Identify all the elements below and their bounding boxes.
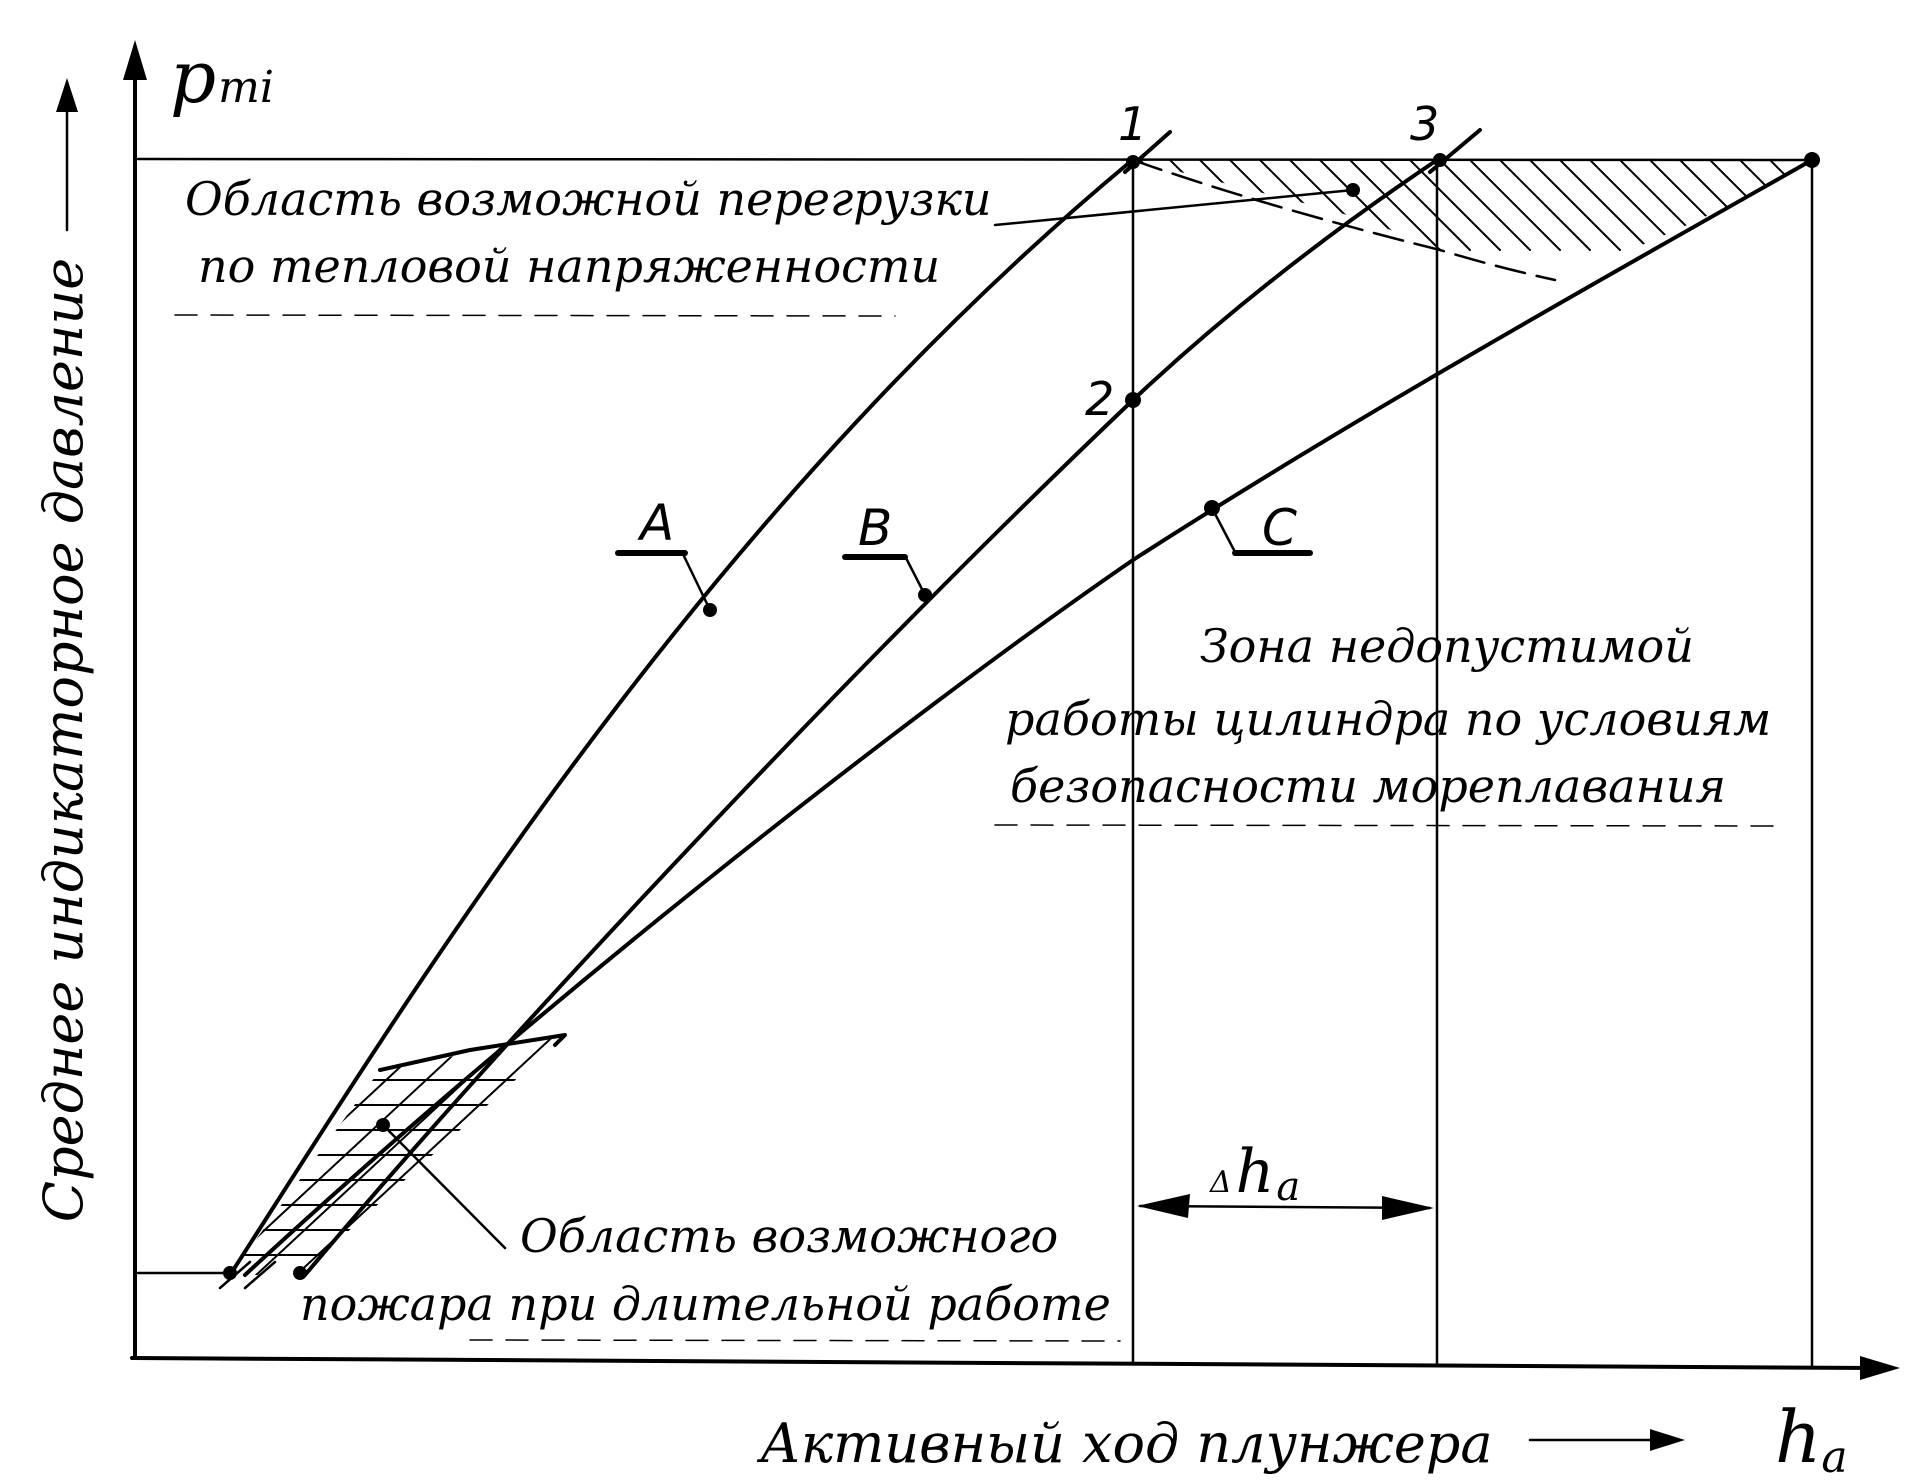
point-2-label: 2 xyxy=(1085,372,1114,426)
point-3-dot xyxy=(1433,153,1447,167)
y-title-arrow xyxy=(56,78,78,232)
leader-lines xyxy=(381,188,1355,1250)
curve-a-label: A xyxy=(637,494,674,552)
curve-c xyxy=(243,158,1814,1277)
x-axis-arrowhead xyxy=(1860,1356,1900,1380)
y-axis-arrowhead xyxy=(123,40,147,80)
point-3-tick xyxy=(1428,128,1482,174)
curves xyxy=(228,156,1814,1277)
delta-arrow-left xyxy=(1137,1194,1190,1218)
fire-underline xyxy=(469,1339,1121,1342)
y-title-arrowhead xyxy=(56,78,78,112)
overload-leader xyxy=(993,188,1355,227)
point-3-label: 3 xyxy=(1410,97,1439,151)
zone-label-line3: безопасности мореплавания xyxy=(1010,759,1726,813)
x-axis-title: Активный ход плунжера xyxy=(756,1412,1493,1475)
zone-label-line2: работы цилиндра по условиям xyxy=(1005,692,1771,746)
curve-c-label: C xyxy=(1262,499,1297,557)
y-axis-title: Среднее индикаторное давление xyxy=(32,258,95,1223)
fire-label-line1: Область возможного xyxy=(520,1209,1058,1263)
curve-a-leader xyxy=(618,550,712,612)
x-axis-symbol: ha xyxy=(1775,1395,1848,1480)
point-2-dot xyxy=(1125,392,1141,408)
x-title-arrowhead xyxy=(1650,1429,1685,1451)
fire-right-dot xyxy=(293,1266,307,1280)
axes xyxy=(123,40,1900,1380)
overload-label-line1: Область возможной перегрузки xyxy=(185,172,992,226)
fire-right-tick xyxy=(243,1260,277,1290)
curve-a xyxy=(228,160,1132,1277)
labels: pmi ha Среднее индикаторное давление Акт… xyxy=(32,35,1848,1480)
overload-label-line2: по тепловой напряженности xyxy=(198,239,940,293)
fire-boundary xyxy=(378,1033,567,1072)
zone-label-line1: Зона недопустимой xyxy=(1200,619,1694,673)
guide-underlines xyxy=(174,314,1781,1342)
fire-leader xyxy=(381,1123,507,1250)
reference-lines xyxy=(136,157,1817,1275)
delta-dimension xyxy=(1137,1194,1434,1220)
x-title-arrow xyxy=(1528,1429,1685,1451)
point-1-tick xyxy=(1123,130,1172,174)
overload-underline xyxy=(174,314,896,317)
zone-underline xyxy=(994,824,1781,827)
fire-left-tick xyxy=(218,1260,252,1290)
fire-label-line2: пожара при длительной работе xyxy=(300,1277,1111,1331)
overload-boundary xyxy=(1131,158,1557,282)
markers xyxy=(218,128,1820,1290)
delta-arrow-right xyxy=(1382,1196,1434,1220)
curve-b xyxy=(303,156,1442,1277)
x-axis xyxy=(130,1356,1877,1370)
curve-b-leader xyxy=(843,554,927,597)
delta-label: Δha xyxy=(1209,1137,1300,1210)
point-1-label: 1 xyxy=(1118,97,1147,151)
curve-b-label: B xyxy=(858,499,892,557)
max-pressure-line xyxy=(136,157,1817,162)
curve-end-dot xyxy=(1804,152,1820,168)
vertical-lines xyxy=(1131,158,1814,1370)
y-axis-symbol: pmi xyxy=(170,35,274,119)
